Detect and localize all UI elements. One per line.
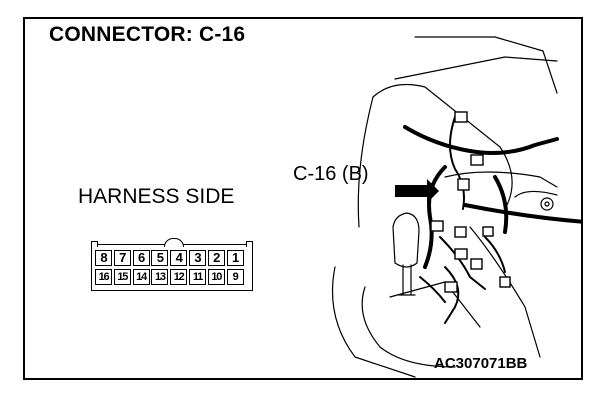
pin-cell: 8 [95, 250, 112, 266]
connector-title: CONNECTOR: C-16 [49, 23, 246, 46]
vent-circle [544, 201, 550, 207]
console-outline [361, 286, 456, 368]
connector-callout-label: C-16 (B) [293, 163, 369, 185]
pin-cell: 3 [188, 250, 206, 266]
shift-knob [392, 212, 420, 268]
dash-outline [372, 84, 513, 206]
connector-latch [164, 238, 184, 247]
dash-outline [414, 36, 558, 94]
small-connector [454, 111, 468, 123]
pin-cell: 15 [113, 269, 131, 285]
harness-bundle [423, 165, 447, 269]
pin-cell: 9 [226, 269, 244, 285]
harness-location-illustration [332, 36, 581, 378]
callout-arrow [395, 179, 439, 203]
vent-outline [514, 190, 558, 198]
pin-cell: 1 [226, 250, 244, 266]
connector-pinout: 8 7 6 5 4 3 2 1 16 15 14 13 12 11 10 9 [91, 238, 253, 291]
small-connector [470, 258, 483, 270]
harness-wire [449, 116, 465, 210]
pin-row-top: 8 7 6 5 4 3 2 1 [95, 250, 245, 266]
figure-code: AC307071BB [434, 355, 528, 372]
pin-cell: 7 [113, 250, 131, 266]
harness-wire [484, 236, 506, 273]
pin-cell: 12 [170, 269, 188, 285]
dash-outline [394, 56, 558, 80]
pin-cell: 13 [151, 269, 169, 285]
harness-wire [419, 276, 446, 303]
pin-cell: 14 [132, 269, 150, 285]
vent-circle [540, 197, 554, 211]
pin-row-bottom: 16 15 14 13 12 11 10 9 [95, 269, 245, 285]
harness-side-label: HARNESS SIDE [78, 185, 235, 208]
harness-wire [444, 266, 460, 324]
connector-housing: 8 7 6 5 4 3 2 1 16 15 14 13 12 11 10 9 [91, 238, 253, 291]
connector-lug-left [91, 241, 98, 247]
shift-lever [398, 264, 416, 296]
harness-bundle [463, 203, 581, 224]
small-connector [430, 220, 444, 232]
harness-bundle [403, 125, 559, 155]
pin-cell: 11 [188, 269, 206, 285]
small-connector [457, 178, 470, 191]
console-outline [332, 266, 416, 378]
connector-lug-right [246, 241, 253, 247]
small-connector [482, 226, 494, 237]
panel-outline [469, 226, 541, 358]
pin-cell: 16 [95, 269, 112, 285]
small-connector [454, 248, 468, 260]
dash-outline [357, 96, 374, 228]
small-connector [444, 281, 458, 293]
small-connector [454, 226, 467, 238]
pin-cell: 5 [151, 250, 169, 266]
panel-outline [444, 171, 558, 188]
pin-cell: 2 [207, 250, 225, 266]
small-connector [470, 154, 484, 166]
pin-cell: 4 [170, 250, 188, 266]
harness-bundle [493, 175, 509, 234]
pin-cell: 10 [207, 269, 225, 285]
pin-cell: 6 [132, 250, 150, 266]
small-connector [499, 276, 511, 288]
diagram-frame: CONNECTOR: C-16 HARNESS SIDE C-16 (B) AC… [23, 17, 583, 380]
